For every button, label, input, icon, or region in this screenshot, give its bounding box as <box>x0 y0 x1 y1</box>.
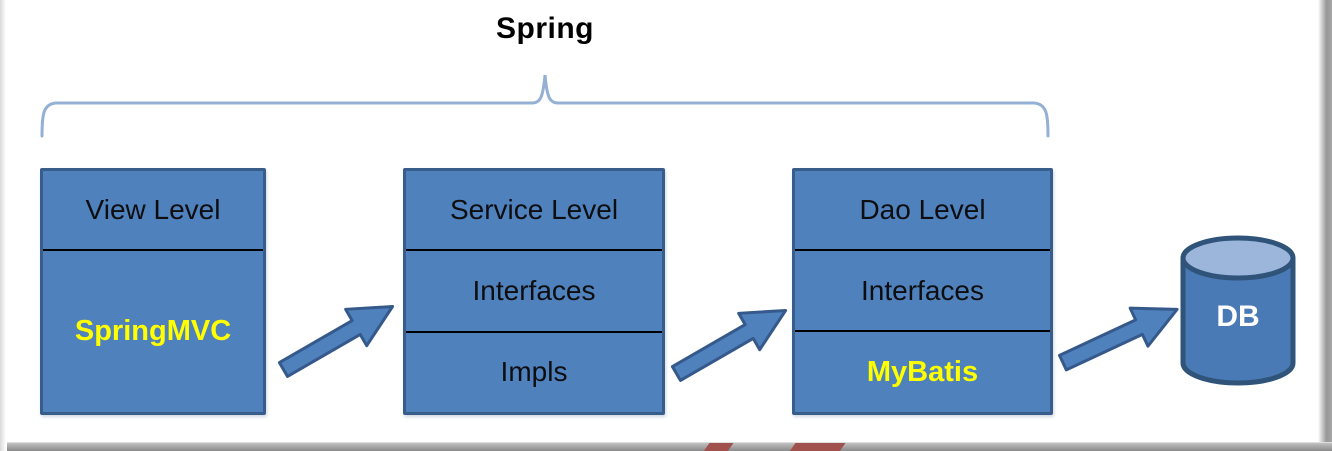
spring-brace-icon <box>40 74 1050 138</box>
flow-arrow-icon <box>670 309 788 382</box>
db-label: DB <box>1216 300 1260 333</box>
box-row-label: Impls <box>406 330 662 413</box>
box-row-label: Interfaces <box>406 249 662 331</box>
flow-arrow-icon <box>1058 306 1179 372</box>
box-row-label: Dao Level <box>859 194 986 225</box>
database-cylinder-icon <box>1180 235 1296 386</box>
frame-left-edge <box>0 0 6 451</box>
red-shape-peek <box>789 443 847 451</box>
dao-level-box: Dao Level Interfaces MyBatis <box>792 168 1053 415</box>
frame-bottom-shadow <box>7 442 1332 451</box>
flow-arrow-icon <box>277 305 395 378</box>
service-level-box: Service Level Interfaces Impls <box>403 168 665 415</box>
box-row-label-emphasis: SpringMVC <box>43 249 263 412</box>
box-row-label: View Level <box>85 194 221 225</box>
box-row-label: Service Level <box>449 194 619 225</box>
box-row-label: Interfaces <box>795 249 1050 330</box>
view-level-box: View Level SpringMVC <box>40 168 266 415</box>
red-shape-peek <box>703 443 735 451</box>
box-row-label-emphasis: MyBatis <box>795 330 1050 412</box>
diagram-title: Spring <box>496 12 594 45</box>
frame-right-shadow <box>1318 0 1332 451</box>
